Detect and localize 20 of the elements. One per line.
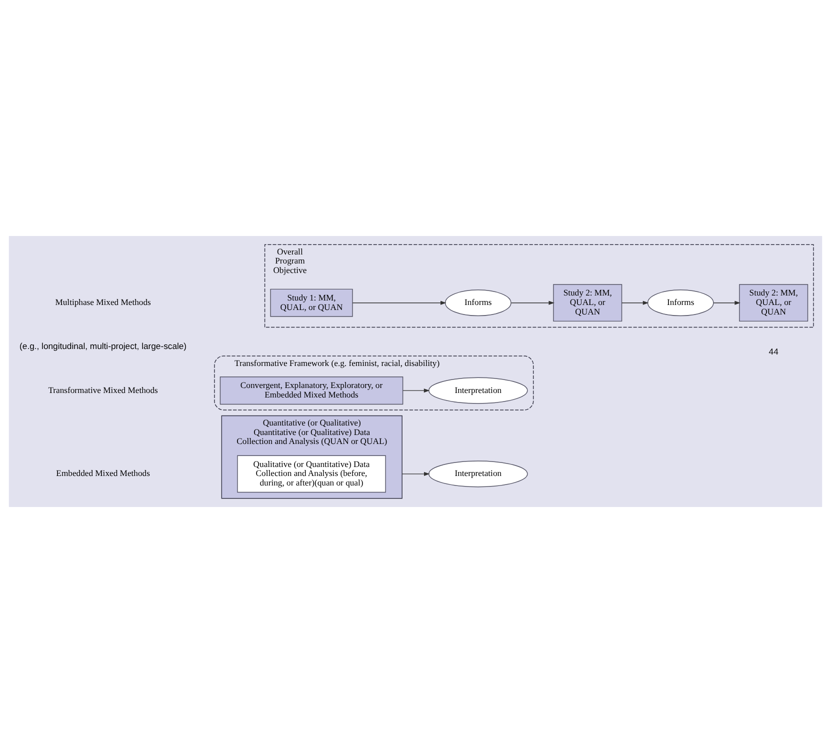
label: 44 [768,346,778,356]
arrow [713,300,740,304]
node-ellipse: Interpretation [428,376,528,404]
arrow [402,471,430,476]
arrow [510,300,554,304]
label: Embedded Mixed Methods [56,468,150,478]
node-ellipse: Informs [647,289,714,316]
arrow [352,300,446,304]
node-box: Convergent, Explanatory, Exploratory, or Embedded Mixed Methods [220,376,404,404]
arrow [622,300,649,304]
label: (e.g., longitudinal, multi-project, large-scale) [20,340,187,350]
label: Multiphase Mixed Methods [55,296,151,307]
node-ellipse: Informs [444,289,512,316]
node-box: Qualitative (or Quantitative) Data Collection and Analysis (before, during, or after)(quan or qual) [237,454,386,492]
arrow [402,388,430,392]
node-box: Study 1: MM, QUAL, or QUAN [270,288,353,316]
node-ellipse: Interpretation [428,460,528,487]
node-box: Study 2: MM, QUAL, or QUAN [553,284,622,322]
node-box: Study 2: MM, QUAL, or QUAN [739,284,808,322]
label: Transformative Mixed Methods [48,384,158,394]
